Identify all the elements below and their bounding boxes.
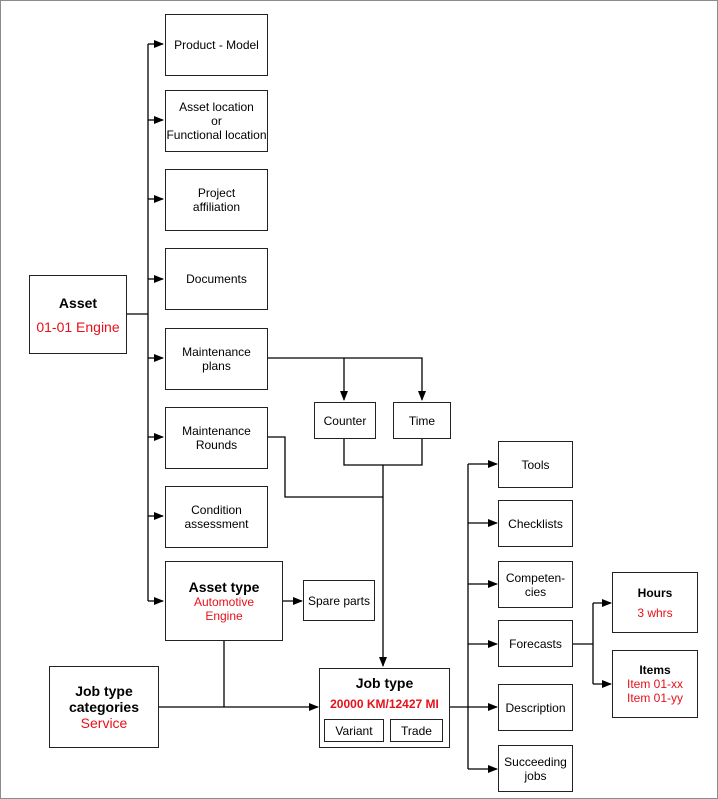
items-value-1: Item 01-xx xyxy=(626,677,683,691)
asset-location-or: or xyxy=(211,114,222,128)
asset-type-value-2: Engine xyxy=(205,609,243,623)
items-title: Items xyxy=(639,663,671,677)
spare-parts-node: Spare parts xyxy=(303,580,375,621)
job-type-categories-title-1: Job type xyxy=(75,683,133,699)
competencies-label-1: Competen- xyxy=(505,570,566,585)
variant-label: Variant xyxy=(335,723,373,738)
succeeding-jobs-node: Succeeding jobs xyxy=(498,745,573,792)
asset-location-label: Asset location xyxy=(179,100,254,114)
counter-node: Counter xyxy=(314,402,376,439)
maintenance-rounds-label-2: Rounds xyxy=(195,438,238,452)
asset-type-title: Asset type xyxy=(188,579,260,595)
project-label: Project xyxy=(197,186,236,200)
competencies-node: Competen- cies xyxy=(498,561,573,608)
maintenance-rounds-node: Maintenance Rounds xyxy=(165,407,268,469)
maintenance-plans-node: Maintenance plans xyxy=(165,328,268,390)
forecasts-node: Forecasts xyxy=(498,620,573,667)
documents-node: Documents xyxy=(165,248,268,310)
hours-title: Hours xyxy=(637,585,673,600)
documents-label: Documents xyxy=(186,272,247,286)
description-node: Description xyxy=(498,684,573,731)
asset-type-node: Asset type Automotive Engine xyxy=(165,561,283,641)
job-type-categories-node: Job type categories Service xyxy=(49,666,159,748)
asset-location-node: Asset location or Functional location xyxy=(165,90,268,152)
asset-value: 01-01 Engine xyxy=(36,318,120,335)
affiliation-label: affiliation xyxy=(192,200,241,214)
maintenance-plans-label-1: Maintenance xyxy=(182,345,251,359)
time-node: Time xyxy=(393,402,451,439)
asset-node: Asset 01-01 Engine xyxy=(29,275,127,354)
job-type-title: Job type xyxy=(355,675,414,691)
checklists-label: Checklists xyxy=(508,516,563,531)
competencies-label-2: cies xyxy=(524,584,547,599)
spare-parts-label: Spare parts xyxy=(307,593,371,608)
job-type-categories-value: Service xyxy=(80,715,128,731)
hours-node: Hours 3 whrs xyxy=(612,572,698,633)
succeeding-label-1: Succeeding xyxy=(504,754,567,769)
checklists-node: Checklists xyxy=(498,500,573,547)
description-label: Description xyxy=(505,700,566,715)
succeeding-label-2: jobs xyxy=(524,768,547,783)
variant-node: Variant xyxy=(324,719,384,742)
items-value-2: Item 01-yy xyxy=(626,691,683,705)
job-type-categories-title-2: categories xyxy=(68,699,140,715)
forecasts-label: Forecasts xyxy=(509,636,562,651)
assessment-label: assessment xyxy=(184,517,249,531)
product-model-label: Product - Model xyxy=(174,38,259,52)
time-label: Time xyxy=(408,413,436,428)
hours-value: 3 whrs xyxy=(637,605,673,620)
trade-label: Trade xyxy=(401,723,432,738)
product-model-node: Product - Model xyxy=(165,14,268,76)
condition-label: Condition xyxy=(191,503,242,517)
counter-label: Counter xyxy=(323,413,367,428)
condition-assessment-node: Condition assessment xyxy=(165,486,268,548)
maintenance-rounds-label-1: Maintenance xyxy=(182,424,251,438)
trade-node: Trade xyxy=(390,719,443,742)
tools-node: Tools xyxy=(498,441,573,488)
tools-label: Tools xyxy=(521,457,550,472)
functional-location-label: Functional location xyxy=(166,128,267,142)
asset-type-value-1: Automotive xyxy=(193,595,255,609)
maintenance-plans-label-2: plans xyxy=(202,359,231,373)
items-node: Items Item 01-xx Item 01-yy xyxy=(612,650,698,718)
project-affiliation-node: Project affiliation xyxy=(165,169,268,231)
job-type-value: 20000 KM/12427 MI xyxy=(330,697,439,711)
asset-title: Asset xyxy=(58,294,98,311)
